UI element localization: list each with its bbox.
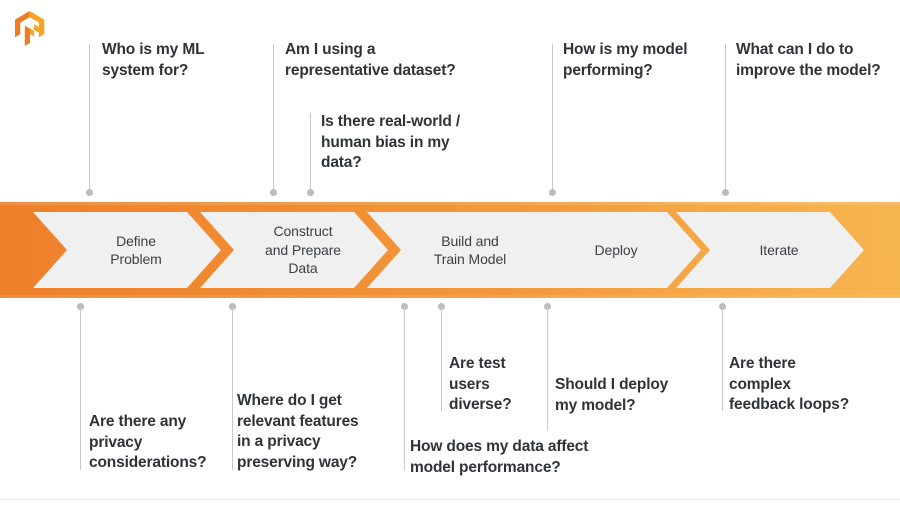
connector-line-are-there-complex-feedback-loops: [722, 306, 723, 411]
band-highlight-top: [0, 202, 900, 205]
connector-line-where-do-i-get-relevant-features: [232, 306, 233, 470]
tensorflow-logo: [15, 11, 45, 46]
stage-label-iterate: Iterate: [759, 241, 799, 258]
stage-label-construct-prepare-data: Construct and Prepare Data: [265, 223, 341, 277]
question-am-i-using-a-representative-dataset: Am I using a representative dataset?: [285, 41, 456, 79]
question-how-is-my-model-performing: How is my model performing?: [563, 41, 688, 79]
question-are-there-complex-feedback-loops: Are there complex feedback loops?: [729, 355, 850, 414]
stage-label-define-problem: Define Problem: [110, 232, 162, 267]
connector-line-who-is-my-ml-system-for: [89, 44, 90, 192]
question-are-test-users-diverse: Are test users diverse?: [449, 355, 512, 414]
question-is-there-real-world-human-bias-in-my-data: Is there real-world / human bias in my d…: [321, 113, 460, 172]
connector-dot-what-can-i-do-to-improve-the-model: [722, 189, 729, 196]
stage-label-deploy: Deploy: [594, 241, 638, 258]
stage-build-train-model[interactable]: Build and Train Model: [367, 212, 555, 288]
connector-dot-how-is-my-model-performing: [549, 189, 556, 196]
question-what-can-i-do-to-improve-the-model: What can I do to improve the model?: [736, 41, 881, 79]
connector-dot-is-there-real-world-human-bias-in-my-data: [307, 189, 314, 196]
connector-line-is-there-real-world-human-bias-in-my-data: [310, 113, 311, 192]
connector-line-how-does-my-data-affect-model-performance: [404, 306, 405, 470]
question-are-there-any-privacy-considerations: Are there any privacy considerations?: [89, 413, 207, 472]
connector-line-should-i-deploy-my-model: [547, 306, 548, 430]
connector-line-how-is-my-model-performing: [552, 44, 553, 192]
connector-dot-am-i-using-a-representative-dataset: [270, 189, 277, 196]
connector-dot-who-is-my-ml-system-for: [86, 189, 93, 196]
connector-line-are-test-users-diverse: [441, 306, 442, 411]
question-who-is-my-ml-system-for: Who is my ML system for?: [102, 41, 205, 79]
connector-line-am-i-using-a-representative-dataset: [273, 44, 274, 192]
stage-label-build-train-model: Build and Train Model: [433, 232, 507, 267]
question-where-do-i-get-relevant-features-in-a-privacy-preserving-way: Where do I get relevant features in a pr…: [237, 392, 359, 471]
question-should-i-deploy-my-model: Should I deploy my model?: [555, 376, 669, 414]
connector-line-are-there-any-privacy-considerations: [80, 306, 81, 470]
footer-divider: [0, 499, 900, 500]
connector-line-what-can-i-do-to-improve-the-model: [725, 44, 726, 192]
band-highlight-bottom: [0, 295, 900, 298]
question-how-does-my-data-affect-model-performance: How does my data affect model performanc…: [410, 438, 589, 476]
